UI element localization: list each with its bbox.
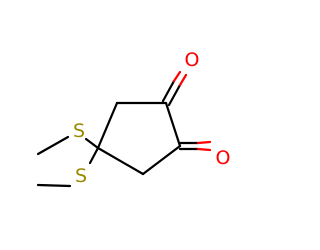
bond-c4-s-lower [88,146,100,165]
bond-c4-c5 [96,101,119,150]
atom-label-oxygen-top: O [185,49,200,71]
bond-c2-c3 [141,144,182,176]
atom-label-oxygen-right: O [216,147,231,169]
bond-c1-o-top-red-b [178,73,188,87]
bond-c2-o-right-red-a [196,140,212,145]
bond-c1-c2 [164,101,182,148]
bond-c3-c4 [96,146,145,176]
bond-c1-o-top-b [167,83,182,107]
bond-c1-o-top-a [161,79,176,103]
bond-s-upper-methyl [36,135,70,156]
atom-label-sulfur-lower: S [75,165,87,187]
bond-c4-s-upper [84,137,100,150]
atom-label-sulfur-upper: S [73,120,85,142]
bond-s-lower-methyl [36,183,72,188]
bond-c1-o-top-red-a [172,70,182,83]
bond-c2-o-right-red-b [196,147,212,152]
molecule-structure: O O S S [36,49,231,188]
